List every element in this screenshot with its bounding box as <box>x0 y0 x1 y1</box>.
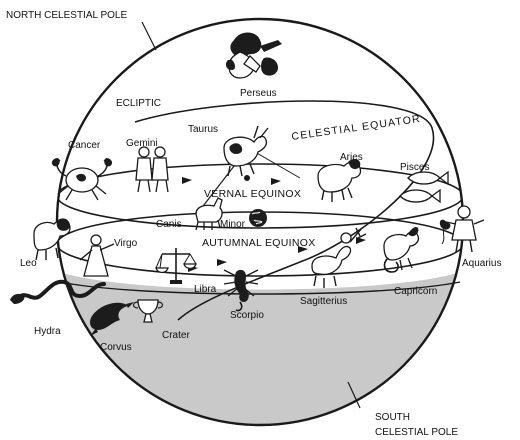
north-celestial-pole-label: NORTH CELESTIAL POLE <box>6 10 127 21</box>
gemini-figure <box>135 146 169 193</box>
minor-label: Minor <box>220 219 246 230</box>
south-pole-leader <box>347 381 361 409</box>
north-pole-leader <box>141 21 157 51</box>
capricorn-label: Capricorn <box>394 286 437 297</box>
crater-figure <box>132 299 164 323</box>
libra-label: Libra <box>194 284 217 295</box>
leo-label: Leo <box>20 258 37 269</box>
south-celestial-pole-label: CELESTIAL POLE <box>375 427 458 438</box>
aries-label: Aries <box>340 152 363 163</box>
cancer-figure <box>51 158 113 201</box>
aquarius-label: Aquarius <box>462 258 501 269</box>
corvus-figure <box>90 302 134 336</box>
aquarius-figure <box>439 205 485 253</box>
corvus-label: Corvus <box>100 342 132 353</box>
crater-label: Crater <box>162 330 190 341</box>
taurus-label: Taurus <box>188 124 218 135</box>
taurus-figure <box>223 125 269 177</box>
gemini-label: Gemini <box>126 138 158 149</box>
sagitterius-label: Sagitterius <box>300 296 347 307</box>
hydra-label: Hydra <box>34 326 61 337</box>
cancer-label: Cancer <box>68 140 101 151</box>
virgo-label: Virgo <box>114 238 138 249</box>
sagittarius-figure <box>311 227 367 288</box>
ecliptic-label: ECLIPTIC <box>116 98 161 109</box>
vernal-equinox-label: VERNAL EQUINOX <box>204 188 301 200</box>
vernal-equinox-point <box>244 175 250 181</box>
hydra-figure <box>10 279 106 304</box>
aries-figure <box>317 159 362 202</box>
canis-label: Canis <box>156 219 182 230</box>
canis-minor-figure <box>195 197 223 231</box>
perseus-label: Perseus <box>240 88 277 99</box>
perseus-figure <box>225 32 282 79</box>
scorpio-figure <box>223 269 259 312</box>
virgo-figure <box>79 234 115 277</box>
capricorn-figure <box>383 227 420 273</box>
celestial-equator-label: CELESTIAL EQUATOR <box>291 113 422 143</box>
south-label: SOUTH <box>375 412 410 423</box>
pisces-label: Pisces <box>400 162 429 173</box>
autumnal-equinox-label: AUTUMNAL EQUINOX <box>202 237 316 249</box>
pisces-figure <box>399 170 449 204</box>
earth-globe <box>249 209 267 227</box>
leo-figure <box>33 218 71 261</box>
scorpio-label: Scorpio <box>230 310 264 321</box>
southern-hemisphere-boundary <box>59 281 461 295</box>
libra-figure <box>155 248 197 284</box>
